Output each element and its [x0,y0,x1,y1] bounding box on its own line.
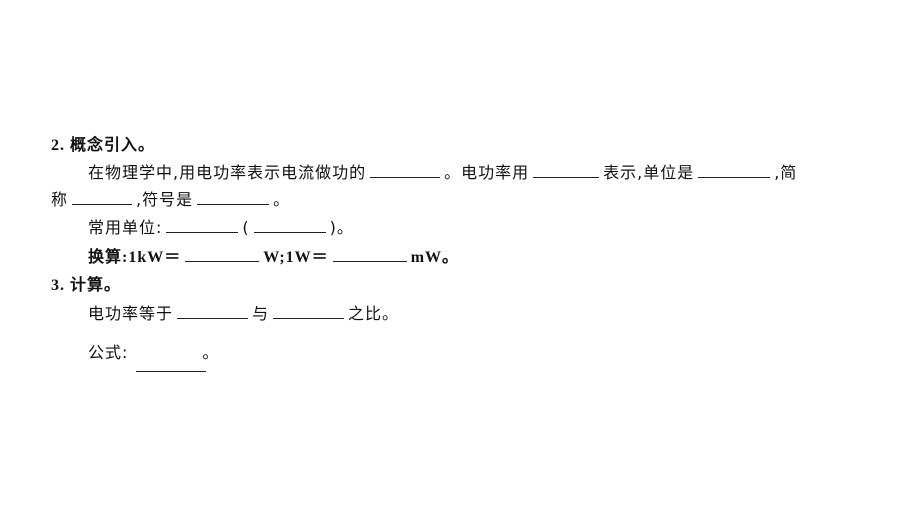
blank-field[interactable] [197,190,270,205]
text-segment: 。电功率用 [444,163,530,182]
blank-field[interactable] [370,163,441,178]
blank-field[interactable] [72,190,133,205]
blank-field[interactable] [177,304,249,319]
section-2-heading-text: 2. 概念引入。 [51,137,156,154]
section-3-heading: 3. 计算。 [51,275,121,296]
text-segment: 电功率等于 [88,304,174,323]
section-2-heading: 2. 概念引入。 [51,135,155,156]
blank-field[interactable] [698,163,771,178]
text-segment: mW。 [410,249,460,266]
blank-field[interactable] [332,247,407,262]
blank-field[interactable] [166,218,239,233]
text-segment: )。 [329,218,354,237]
formula-label: 公式: [88,343,129,362]
text-segment: 之比。 [348,304,400,323]
blank-field[interactable] [273,304,345,319]
section-3-line-1: 电功率等于 与 之比。 [88,304,399,324]
text-segment: ,符号是 [136,190,194,209]
text-segment: ( [242,218,250,237]
text-segment: W;1W＝ [263,249,329,266]
text-segment: 换算:1kW＝ [88,249,182,266]
text-segment: 称 [51,190,69,209]
blank-field[interactable] [185,247,260,262]
text-segment: 与 [252,304,270,323]
section-2-line-1: 在物理学中,用电功率表示电流做功的 。电功率用 表示,单位是 ,简 [88,163,797,183]
text-segment: 常用单位: [88,218,163,237]
blank-field[interactable] [533,163,600,178]
conversion-line: 换算:1kW＝ W;1W＝ mW。 [88,247,459,268]
common-unit-line: 常用单位: ( )。 [88,218,354,238]
text-segment: ,简 [774,163,798,182]
blank-field[interactable] [253,218,326,233]
section-2-line-2: 称 ,符号是 。 [51,190,290,210]
text-segment: 表示,单位是 [603,163,695,182]
text-segment: 。 [273,190,291,209]
text-segment: 在物理学中,用电功率表示电流做功的 [88,163,367,182]
formula-line: 公式: 。 [88,343,219,363]
formula-blank-field[interactable] [136,371,206,372]
section-3-heading-text: 3. 计算。 [51,277,122,294]
formula-end: 。 [202,343,220,362]
